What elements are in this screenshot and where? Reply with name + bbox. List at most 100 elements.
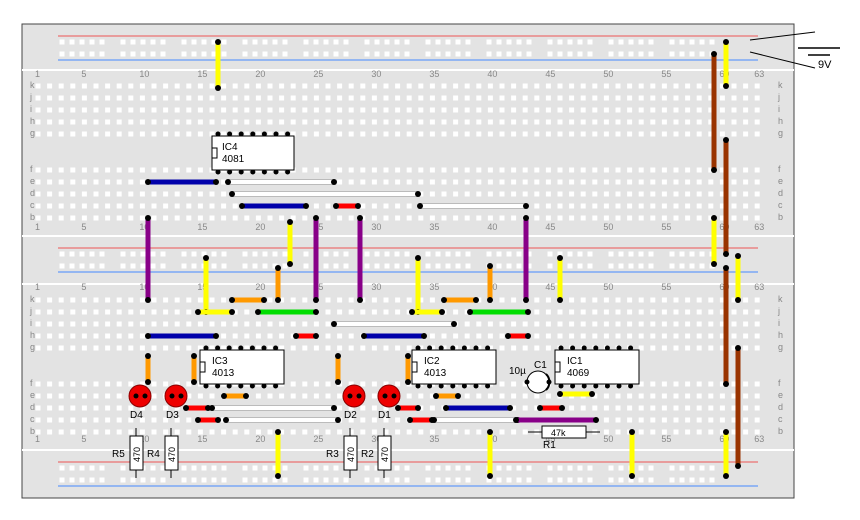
hole: [209, 203, 215, 209]
hole: [638, 95, 644, 101]
section-dividers: [22, 69, 794, 451]
rail-hole: [242, 251, 248, 257]
wire-end: [723, 381, 729, 387]
rail-hole: [201, 465, 207, 471]
hole: [522, 119, 528, 125]
hole: [302, 345, 308, 351]
rail-hole: [242, 477, 248, 483]
hole: [105, 333, 111, 339]
hole: [743, 333, 749, 339]
hole: [615, 107, 621, 113]
hole: [325, 309, 331, 315]
rail-hole: [140, 263, 146, 269]
hole: [139, 191, 145, 197]
wire-end: [145, 379, 151, 385]
hole: [615, 417, 621, 423]
wire-end: [439, 309, 445, 315]
hole: [383, 167, 389, 173]
hole: [522, 405, 528, 411]
column-number: 35: [429, 282, 439, 292]
hole: [197, 297, 203, 303]
hole: [267, 297, 273, 303]
hole: [743, 83, 749, 89]
hole: [464, 95, 470, 101]
hole: [371, 203, 377, 209]
hole: [302, 393, 308, 399]
hole: [708, 119, 714, 125]
hole: [279, 297, 285, 303]
wire-end: [723, 137, 729, 143]
hole: [70, 83, 76, 89]
hole: [464, 191, 470, 197]
hole: [731, 131, 737, 137]
hole: [453, 333, 459, 339]
hole: [81, 429, 87, 435]
rail-hole: [689, 51, 695, 57]
wire-end: [361, 333, 367, 339]
hole: [313, 345, 319, 351]
hole: [673, 131, 679, 137]
row-letter: e: [778, 176, 783, 186]
hole: [325, 381, 331, 387]
hole: [696, 417, 702, 423]
rail-hole: [364, 477, 370, 483]
rail-hole: [689, 465, 695, 471]
hole: [302, 321, 308, 327]
hole: [81, 309, 87, 315]
hole: [406, 429, 412, 435]
hole: [453, 83, 459, 89]
hole: [116, 321, 122, 327]
led-d3: D3: [164, 384, 188, 421]
hole: [186, 429, 192, 435]
hole: [174, 215, 180, 221]
hole: [267, 321, 273, 327]
hole: [499, 333, 505, 339]
column-number: 50: [603, 222, 613, 232]
wire-end: [335, 379, 341, 385]
rail-hole: [272, 251, 278, 257]
rail-hole: [150, 51, 156, 57]
rail-hole: [669, 39, 675, 45]
rail-hole: [211, 39, 217, 45]
hole: [174, 107, 180, 113]
hole: [360, 381, 366, 387]
rail-hole: [201, 477, 207, 483]
rail-hole: [587, 263, 593, 269]
hole: [487, 119, 493, 125]
hole: [348, 333, 354, 339]
hole: [371, 393, 377, 399]
hole: [638, 321, 644, 327]
hole: [511, 345, 517, 351]
hole: [35, 203, 41, 209]
hole: [545, 345, 551, 351]
column-number: 5: [81, 222, 86, 232]
hole: [360, 309, 366, 315]
hole: [325, 167, 331, 173]
column-number: 1: [35, 282, 40, 292]
wire-end: [191, 353, 197, 359]
wire-end: [357, 215, 363, 221]
rail-hole: [323, 465, 329, 471]
rail-hole: [89, 263, 95, 269]
wire-end: [523, 215, 529, 221]
hole: [313, 167, 319, 173]
hole: [93, 381, 99, 387]
hole: [522, 321, 528, 327]
hole: [105, 321, 111, 327]
hole: [93, 321, 99, 327]
hole: [163, 131, 169, 137]
hole: [696, 191, 702, 197]
hole: [383, 309, 389, 315]
wire-end: [183, 405, 189, 411]
hole: [58, 167, 64, 173]
hole: [139, 95, 145, 101]
hole: [116, 393, 122, 399]
hole: [313, 203, 319, 209]
hole: [650, 191, 656, 197]
hole: [638, 179, 644, 185]
rail-hole: [252, 251, 258, 257]
hole: [650, 83, 656, 89]
hole: [383, 203, 389, 209]
rail-hole: [608, 465, 614, 471]
